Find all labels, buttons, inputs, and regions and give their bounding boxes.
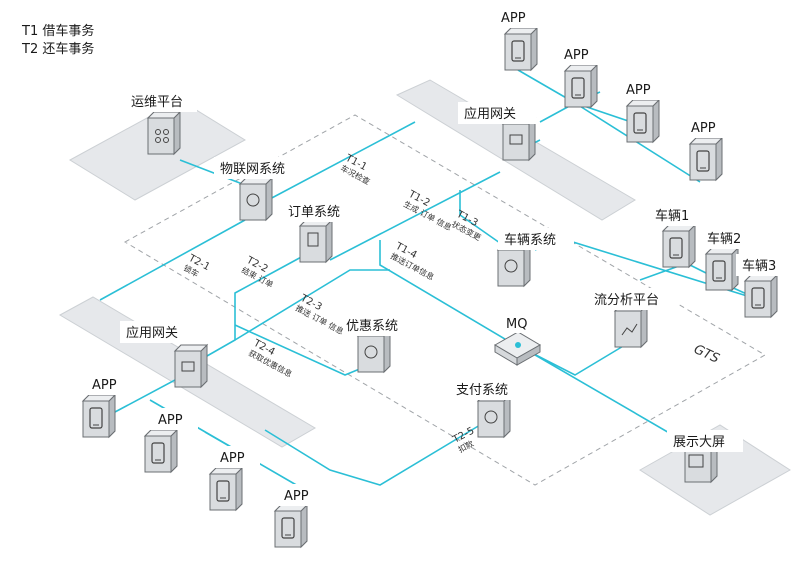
iot-system[interactable]: 物联网系统 xyxy=(214,157,304,221)
svg-text:支付系统: 支付系统 xyxy=(456,383,508,398)
payment-system[interactable]: 支付系统 xyxy=(450,378,526,438)
svg-text:APP: APP xyxy=(564,48,589,63)
svg-text:应用网关: 应用网关 xyxy=(126,325,178,341)
svg-text:MQ: MQ xyxy=(506,317,527,332)
edge-t2-5: T2-5 扣款 xyxy=(450,425,476,454)
svg-text:APP: APP xyxy=(220,451,245,466)
svg-text:车辆1: 车辆1 xyxy=(655,208,689,224)
vehicle-2[interactable]: 车辆2 xyxy=(700,227,754,291)
order-system[interactable]: 订单系统 xyxy=(282,200,354,263)
gts-label: GTS xyxy=(691,342,721,367)
legend-t2: T2 还车事务 xyxy=(21,41,94,57)
edge-t2-4: T2-4 获取优惠信息 xyxy=(247,337,294,379)
svg-text:展示大屏: 展示大屏 xyxy=(673,435,725,450)
app-bottom-4[interactable]: APP xyxy=(274,484,324,548)
app-top-3[interactable]: APP xyxy=(618,78,666,143)
svg-text:APP: APP xyxy=(284,489,309,504)
app-top-2[interactable]: APP xyxy=(556,43,604,108)
line-t2-2 xyxy=(199,254,306,361)
gateway-icon xyxy=(181,361,195,372)
line-t1-4 xyxy=(379,240,516,346)
app-bottom-3[interactable]: APP xyxy=(209,446,260,511)
mq[interactable]: MQ xyxy=(494,313,542,366)
edge-t1-4: T1-4 推送订单信息 xyxy=(389,240,436,282)
legend: T1 借车事务 T2 还车事务 xyxy=(15,14,115,60)
coupon-system[interactable]: 优惠系统 xyxy=(340,314,416,373)
svg-text:APP: APP xyxy=(691,121,716,136)
vehicle-1[interactable]: 车辆1 xyxy=(648,204,702,268)
display-screen[interactable]: 展示大屏 xyxy=(667,430,743,483)
line-t2-3 xyxy=(234,269,390,341)
svg-text:APP: APP xyxy=(158,413,183,428)
line-t2-4 xyxy=(234,324,363,376)
line-iot-to-ops xyxy=(179,159,246,186)
svg-text:APP: APP xyxy=(626,83,651,98)
line-mq-display xyxy=(529,351,691,446)
svg-text:物联网系统: 物联网系统 xyxy=(220,162,285,177)
legend-t1: T1 借车事务 xyxy=(21,23,94,39)
vehicle-3[interactable]: 车辆3 xyxy=(736,254,790,318)
line-mq-stream xyxy=(529,344,626,376)
edge-t1-1: T1-1 车况检查 xyxy=(339,152,372,186)
edge-t1-3: T1-3 状态变更 xyxy=(450,208,483,242)
screen-icon xyxy=(688,454,704,468)
app-bottom-2[interactable]: APP xyxy=(144,408,198,473)
line-t1-2 xyxy=(329,171,501,261)
svg-text:应用网关: 应用网关 xyxy=(464,106,516,122)
iot-icon xyxy=(246,193,260,207)
svg-text:运维平台: 运维平台 xyxy=(131,95,183,110)
svg-text:APP: APP xyxy=(501,11,526,26)
svg-text:APP: APP xyxy=(92,378,117,393)
chart-icon xyxy=(621,323,638,336)
app-top-1[interactable]: APP xyxy=(493,6,541,71)
svg-text:订单系统: 订单系统 xyxy=(288,205,340,220)
coupon-icon xyxy=(364,345,378,359)
stream-platform[interactable]: 流分析平台 xyxy=(588,288,678,348)
gateway-bottom[interactable]: 应用网关 xyxy=(120,321,208,388)
line-t1-3 xyxy=(459,190,511,251)
line-t2-1 xyxy=(99,219,246,301)
legend-bg xyxy=(15,14,115,60)
document-icon xyxy=(307,232,319,247)
svg-text:流分析平台: 流分析平台 xyxy=(594,293,659,308)
vehicle-system[interactable]: 车辆系统 xyxy=(497,228,574,287)
line-t2-5 xyxy=(264,424,481,486)
svg-text:车辆3: 车辆3 xyxy=(742,258,776,274)
payment-icon xyxy=(484,410,498,424)
svg-text:优惠系统: 优惠系统 xyxy=(346,319,398,334)
svg-text:车辆系统: 车辆系统 xyxy=(504,232,556,248)
gateway-top[interactable]: 应用网关 xyxy=(458,102,536,161)
mq-icon xyxy=(515,342,521,348)
grid-icon xyxy=(155,129,169,143)
bike-icon xyxy=(504,259,518,273)
svg-text:车辆2: 车辆2 xyxy=(707,231,741,247)
app-bottom-1[interactable]: APP xyxy=(82,373,132,438)
app-top-4[interactable]: APP xyxy=(683,116,731,181)
gateway-icon xyxy=(509,134,523,145)
ops-platform[interactable]: 运维平台 xyxy=(125,90,197,155)
